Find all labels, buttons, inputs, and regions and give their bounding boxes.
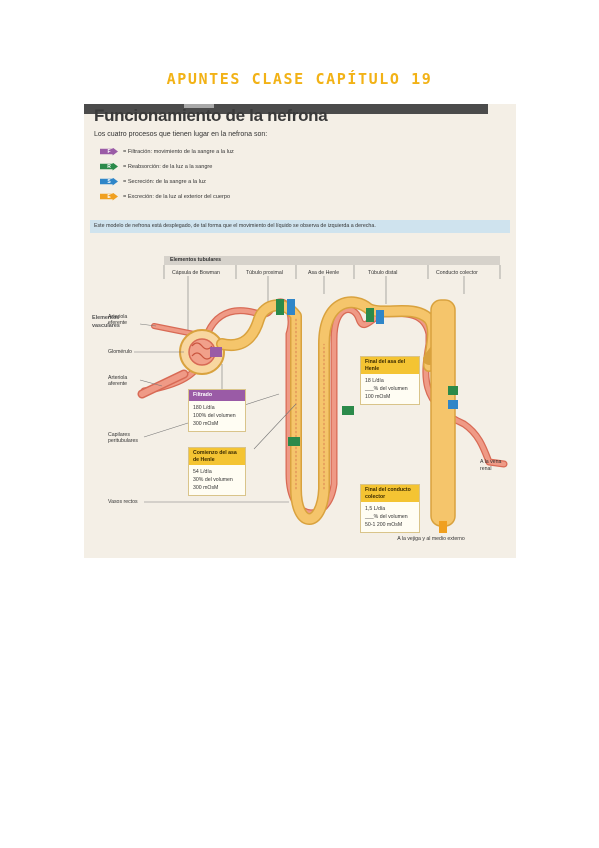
column-ticks [163,265,501,334]
label-collecting-duct: Conducto colector [436,270,478,276]
box-filtrado: Filtrado 180 L/día 100% del volumen 300 … [188,389,246,432]
box-filtrado-line: 100% del volumen [193,412,236,419]
info-band: Este modelo de nefrona está desplegado, … [90,220,510,233]
box-final-asa-line: 100 mOsM [365,394,391,400]
box-filtrado-line: 180 L/día [193,404,215,411]
top-bar-notch [184,104,214,108]
nephron-diagram [134,265,508,533]
excretion-arrow-icon [439,521,447,533]
legend-item-excretion: E = Excreción: de la luz al exterior del… [100,189,234,204]
legend-item-filtration: F = Filtración: movimiento de la sangre … [100,144,234,159]
figure-title: Funcionamiento de la nefrona [94,106,328,125]
arrow-icon: E [100,192,118,201]
label-vasos-rectos: Vasos rectos [108,499,138,505]
legend-text: = Reabsorción: de la luz a la sangre [123,163,213,170]
arrow-icon: F [100,147,118,156]
tubule [216,296,456,527]
figure-subtitle: Los cuatro procesos que tienen lugar en … [94,131,268,138]
box-comienzo-asa: Comienzo del asa de Henle 54 L/día 30% d… [188,447,246,496]
reabsorption-arrow-icon [448,386,458,395]
box-comienzo-line: 30% del volumen [193,477,233,483]
tubular-elements-header: Elementos tubulares [164,256,500,265]
reabsorption-arrow-icon [342,406,354,415]
box-final-asa: Final del asa del Henle 18 L/día ___% de… [360,356,420,405]
legend-text: = Excreción: de la luz al exterior del c… [123,193,231,200]
legend-item-secretion: S = Secreción: de la sangre a la luz [100,174,234,189]
label-arteriola-aferente: Arteriola aferente [108,375,128,387]
box-comienzo-line: 300 mOsM [193,485,219,491]
label-loop-of-henle: Asa de Henle [308,270,340,276]
box-final-conducto-line: 50-1 200 mOsM [365,522,403,528]
label-glomerulo: Glomérulo [108,349,132,355]
box-final-conducto-line: ___% del volumen [365,514,408,520]
box-comienzo-title: Comienzo del asa de Henle [189,448,245,465]
nephron-figure: Funcionamiento de la nefrona Los cuatro … [84,104,516,558]
label-distal-tubule: Túbulo distal [368,270,398,276]
label-capilares: Capilares peritubulares [108,432,138,444]
figure-top-bar [84,104,488,114]
secretion-arrow-icon [448,400,458,409]
reabsorption-arrow-icon [288,437,300,446]
legend-text: = Secreción: de la sangre a la luz [123,178,206,185]
box-filtrado-title: Filtrado [189,390,245,401]
label-arteriola-eferente: Arteriola eferente [108,314,128,326]
box-final-asa-line: ___% del volumen [365,386,408,392]
page-heading: APUNTES CLASE CAPÍTULO 19 [166,70,433,88]
box-final-asa-title: Final del asa del Henle [361,357,419,374]
legend-item-reabsorption: R = Reabsorción: de la luz a la sangre [100,159,234,174]
secretion-arrow-icon [287,299,295,315]
vertical-label: Elementos vasculares [92,315,120,330]
reabsorption-arrow-icon [276,299,284,315]
label-bowman-capsule: Cápsula de Bowman [172,270,220,276]
box-filtrado-line: 300 mOsM [193,420,219,427]
filtration-arrow-icon [210,347,222,357]
arrow-icon: R [100,162,118,171]
label-proximal-tubule: Túbulo proximal [246,270,283,276]
glomerulus-group [137,323,225,399]
box-final-conducto: Final del conducto colector 1,5 L/día __… [360,484,420,533]
note-vejiga: A la vejiga y al medio externo [397,536,465,542]
box-final-conducto-title: Final del conducto colector [361,485,419,502]
arrow-icon: S [100,177,118,186]
process-legend: F = Filtración: movimiento de la sangre … [100,144,234,204]
box-final-asa-line: 18 L/día [365,378,384,384]
secretion-arrow-icon [376,310,384,324]
box-comienzo-line: 54 L/día [193,469,212,475]
reabsorption-arrow-icon [366,308,374,322]
box-final-conducto-line: 1,5 L/día [365,506,386,512]
legend-text: = Filtración: movimiento de la sangre a … [123,148,234,155]
note-vena-renal: A la vena renal [480,459,502,472]
process-arrows [210,299,458,533]
